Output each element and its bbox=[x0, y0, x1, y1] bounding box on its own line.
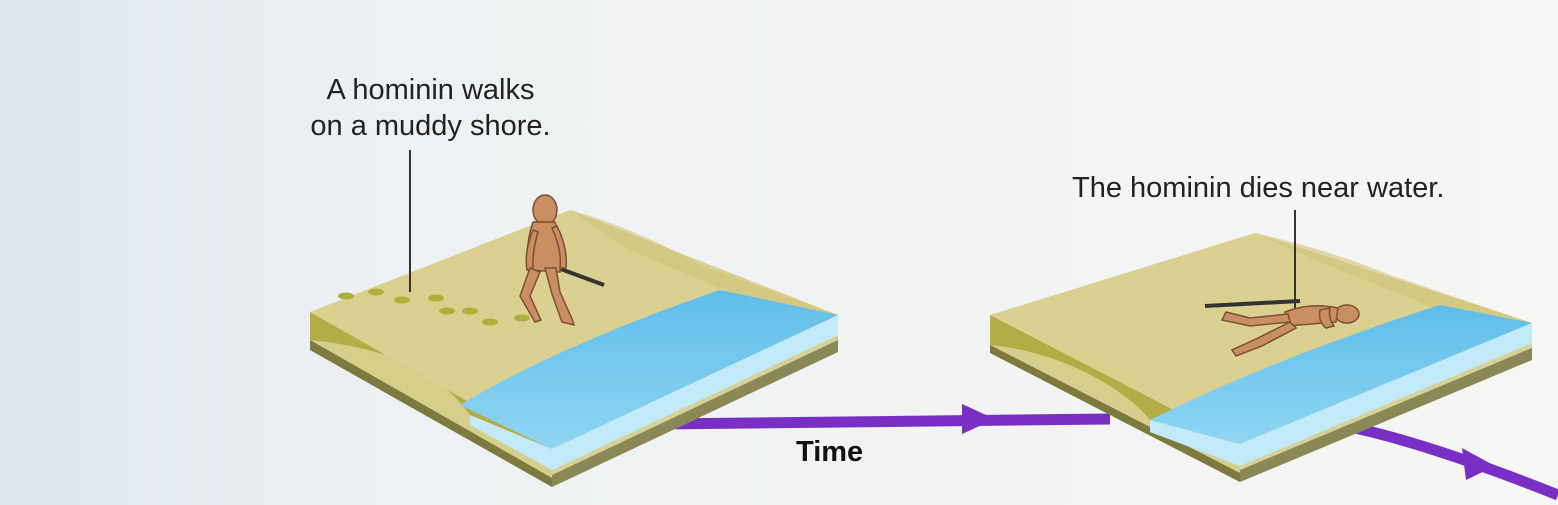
walking-hominin bbox=[519, 194, 605, 327]
arrowhead-2 bbox=[1462, 448, 1495, 480]
scene-1-block bbox=[310, 150, 838, 487]
scene-2-label: The hominin dies near water. bbox=[1072, 172, 1445, 204]
water-top-2 bbox=[1150, 305, 1532, 444]
time-label: Time bbox=[796, 436, 864, 468]
arrowhead-1 bbox=[962, 404, 995, 434]
scene-2-block bbox=[990, 210, 1532, 482]
water-top bbox=[460, 290, 838, 449]
scene-1-label-line-1: A hominin walks bbox=[326, 74, 535, 106]
scene-1-label-line-2: on a muddy shore. bbox=[310, 110, 551, 142]
scene-1-label: A hominin walks on a muddy shore. bbox=[298, 72, 563, 144]
dead-hominin bbox=[1204, 299, 1360, 357]
footprints bbox=[338, 288, 530, 326]
